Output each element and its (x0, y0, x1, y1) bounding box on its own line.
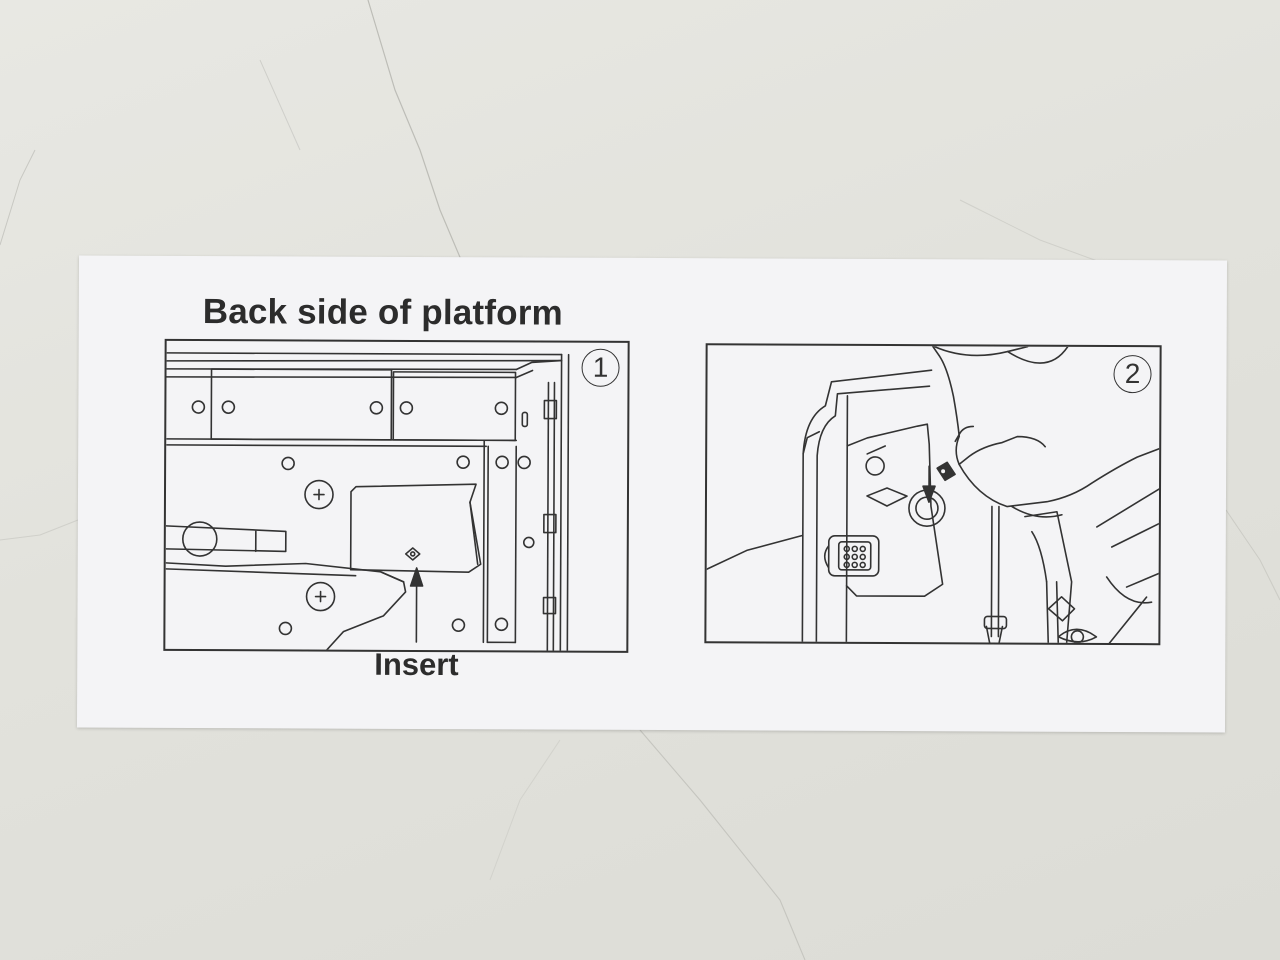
card-heading: Back side of platform (202, 292, 563, 333)
insert-into-hole-drawing (706, 345, 1162, 646)
instruction-card: Back side of platform (76, 255, 1228, 733)
step-2-illustration: 2 (704, 343, 1162, 646)
insert-caption: Insert (374, 646, 459, 683)
step-number-badge: 2 (1113, 355, 1152, 394)
platform-back-drawing (165, 352, 570, 653)
step-number-badge: 1 (581, 348, 620, 387)
step-1-illustration: 1 (163, 338, 630, 653)
